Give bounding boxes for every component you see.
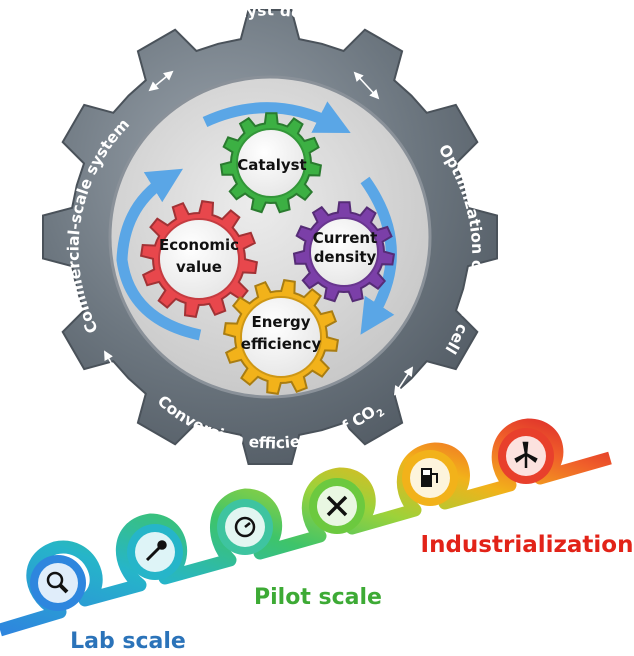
ring-double-arrows bbox=[104, 70, 414, 396]
fuel-pump-icon bbox=[402, 450, 458, 506]
fuel-pump-icon-glyph bbox=[421, 468, 438, 487]
label-pilot-scale: Pilot scale bbox=[254, 585, 382, 610]
gear-current-density bbox=[292, 201, 396, 303]
magnifier-icon-face bbox=[38, 563, 78, 603]
stage-icons bbox=[30, 428, 554, 611]
scale-ribbon bbox=[0, 418, 612, 637]
gear-label-current-1: Current bbox=[313, 229, 378, 247]
magnifier-icon bbox=[30, 555, 86, 611]
cycle-arrows bbox=[116, 101, 397, 341]
magnifier-icon-glyph bbox=[46, 571, 69, 594]
wind-turbine-icon-glyph bbox=[514, 441, 538, 468]
gear-label-economic-2: value bbox=[176, 258, 222, 276]
gear-label-catalyst: Catalyst bbox=[237, 156, 306, 174]
gear-economic-value bbox=[139, 199, 259, 319]
gear-label-economic-1: Economic bbox=[159, 236, 239, 254]
gauge-icon-glyph bbox=[234, 516, 256, 538]
label-industrialization: Industrialization bbox=[421, 532, 634, 558]
dropper-icon bbox=[127, 524, 183, 580]
dropper-icon-glyph bbox=[145, 540, 167, 562]
gear-label-energy-2: efficiency bbox=[241, 335, 322, 353]
gear-label-current-2: density bbox=[314, 248, 377, 266]
label-lab-scale: Lab scale bbox=[70, 629, 186, 654]
gear-energy-center bbox=[240, 296, 322, 378]
tools-icon bbox=[309, 478, 365, 534]
gear-catalyst bbox=[219, 112, 323, 214]
gear-catalyst-center bbox=[236, 128, 306, 198]
gear-energy-efficiency bbox=[222, 278, 340, 396]
gear-current-center bbox=[309, 217, 379, 287]
tools-icon-glyph bbox=[326, 495, 348, 517]
wind-turbine-icon bbox=[498, 428, 554, 484]
gear-label-energy-1: Energy bbox=[251, 313, 310, 331]
gauge-icon bbox=[217, 499, 273, 555]
gear-economic-center bbox=[158, 218, 240, 300]
